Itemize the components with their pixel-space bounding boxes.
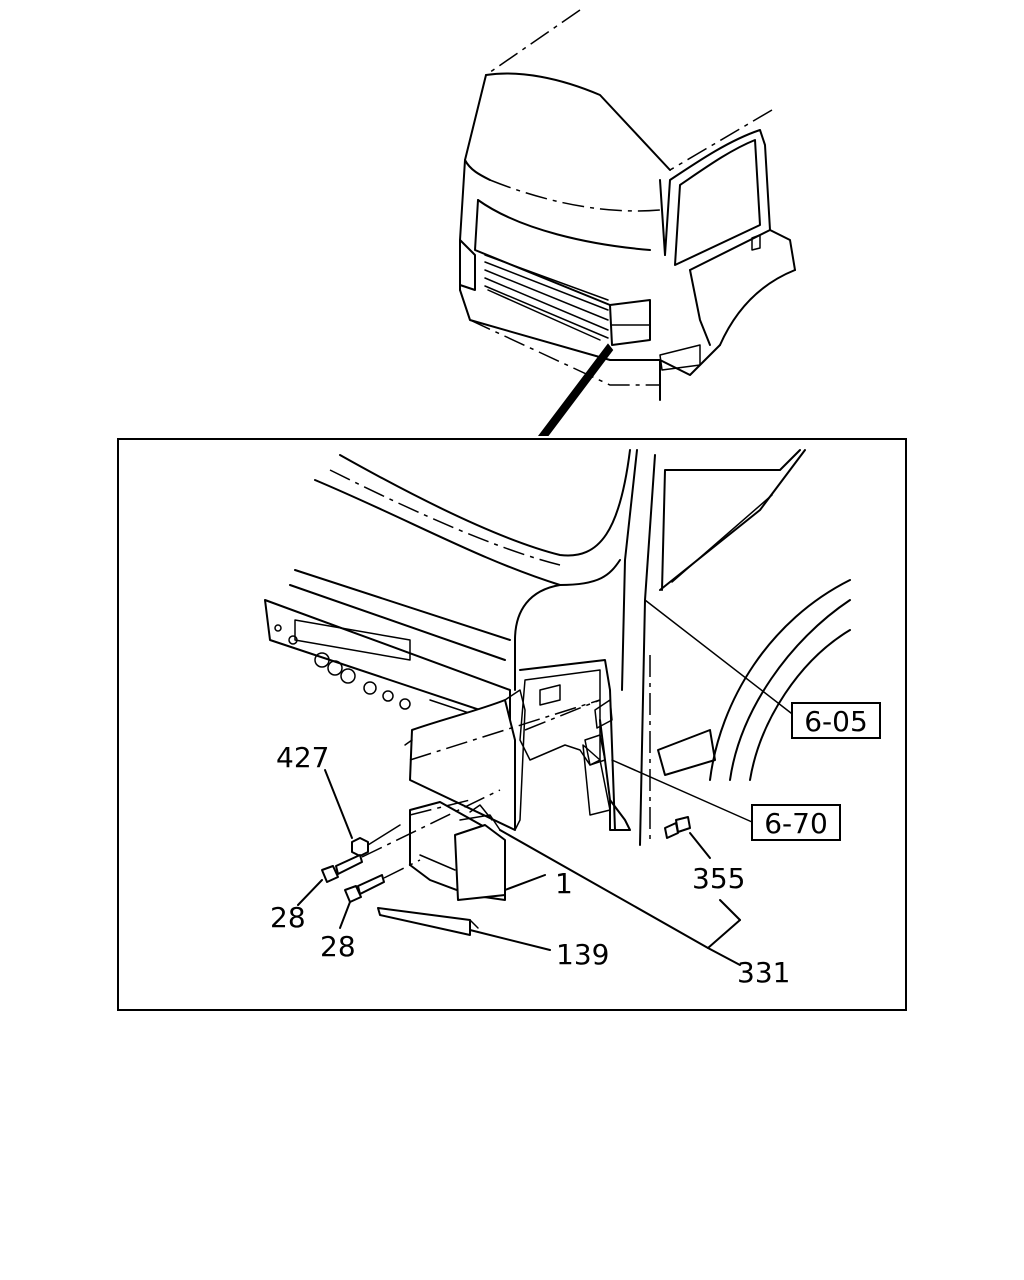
- bolt-28-lower: [339, 859, 421, 929]
- bolt-28-upper: [297, 789, 501, 906]
- assembly-bracket-331: [499, 829, 741, 966]
- callout-6-05[interactable]: 6-05: [804, 705, 868, 738]
- detail-frame: [117, 438, 907, 1011]
- callout-1[interactable]: 1: [555, 867, 573, 900]
- callout-28-lower[interactable]: 28: [320, 930, 356, 963]
- callout-6-70[interactable]: 6-70: [764, 807, 828, 840]
- lamp-lower-cover: [377, 907, 551, 951]
- callout-427[interactable]: 427: [276, 741, 329, 774]
- detail-cab-body: [264, 449, 851, 846]
- callout-331[interactable]: 331: [737, 956, 790, 989]
- ref-box-bracket: [751, 804, 841, 841]
- leader-6-70: [611, 759, 753, 823]
- lamp-bezel-panel: [404, 689, 601, 831]
- callout-28-upper[interactable]: 28: [270, 901, 306, 934]
- side-turn-lamp: [409, 799, 546, 901]
- mounting-bracket-assembly: [519, 655, 651, 845]
- ref-box-cab: [791, 702, 881, 739]
- nut-427: [324, 769, 401, 857]
- screw-355: [664, 816, 711, 859]
- truck-cab-overview: [459, 9, 796, 436]
- callout-355[interactable]: 355: [692, 862, 745, 895]
- callout-139[interactable]: 139: [556, 938, 609, 971]
